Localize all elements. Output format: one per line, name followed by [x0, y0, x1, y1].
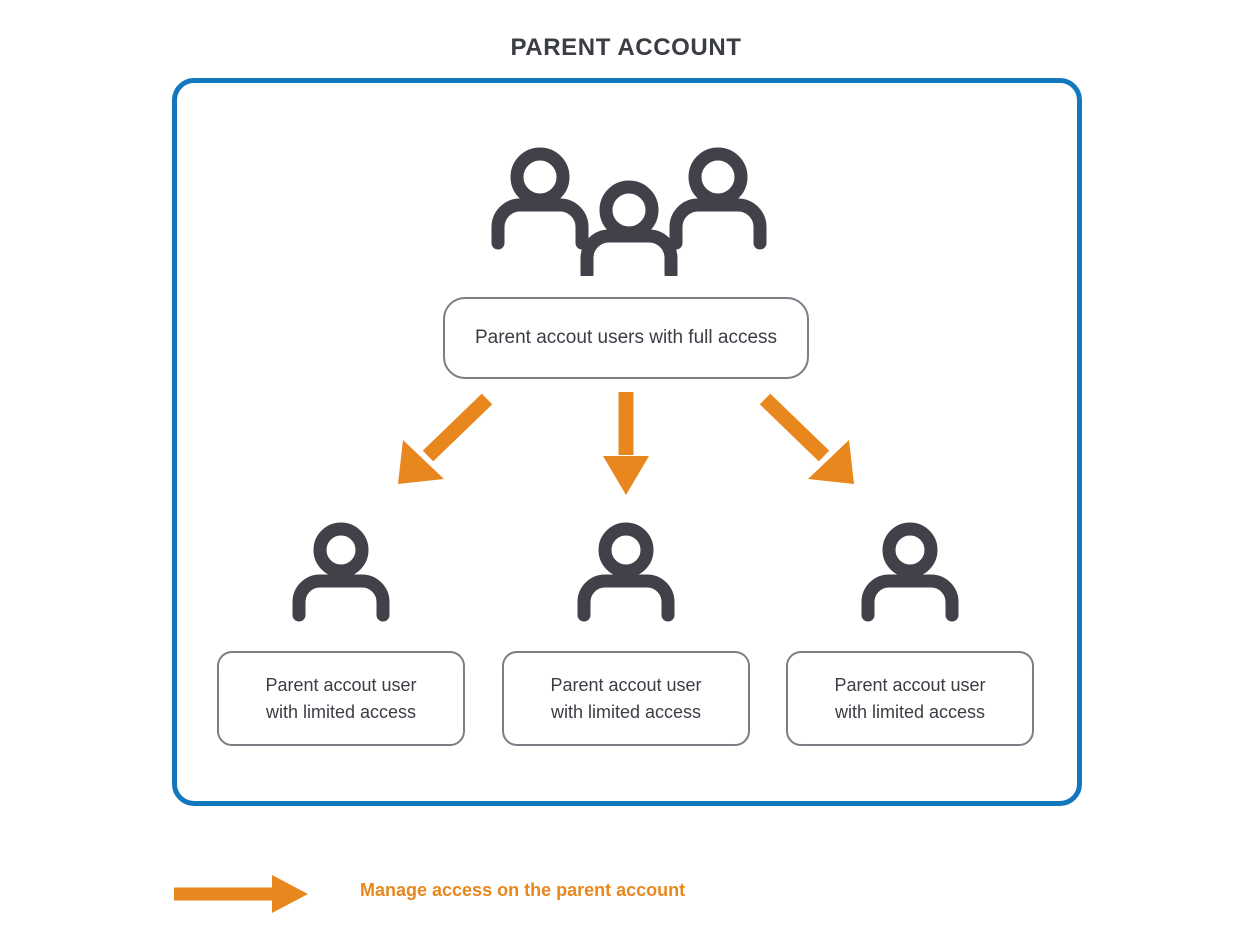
limited-access-line2: with limited access	[550, 701, 702, 722]
legend: Manage access on the parent account	[172, 868, 932, 920]
limited-access-box: Parent accout user with limited access	[786, 651, 1034, 746]
legend-label: Manage access on the parent account	[360, 880, 686, 900]
limited-access-label: Parent accout user with limited access	[550, 672, 701, 724]
parent-full-access-label: Parent accout users with full access	[474, 326, 778, 348]
limited-access-line2: with limited access	[265, 701, 417, 722]
person-icon	[858, 522, 962, 622]
limited-access-label: Parent accout user with limited access	[834, 672, 985, 724]
limited-access-line1: Parent accout user	[834, 675, 986, 696]
users-group-icon	[484, 146, 774, 281]
limited-access-line2: with limited access	[834, 701, 986, 722]
parent-full-access-box: Parent accout users with full access	[443, 297, 809, 379]
limited-access-line1: Parent accout user	[265, 675, 417, 696]
person-icon	[574, 522, 678, 622]
limited-access-label: Parent accout user with limited access	[265, 672, 416, 724]
page-title: PARENT ACCOUNT	[510, 34, 742, 61]
limited-access-box: Parent accout user with limited access	[217, 651, 465, 746]
limited-access-box: Parent accout user with limited access	[502, 651, 750, 746]
person-icon	[289, 522, 393, 622]
limited-access-line1: Parent accout user	[550, 675, 702, 696]
arrow-right-icon	[172, 874, 312, 914]
